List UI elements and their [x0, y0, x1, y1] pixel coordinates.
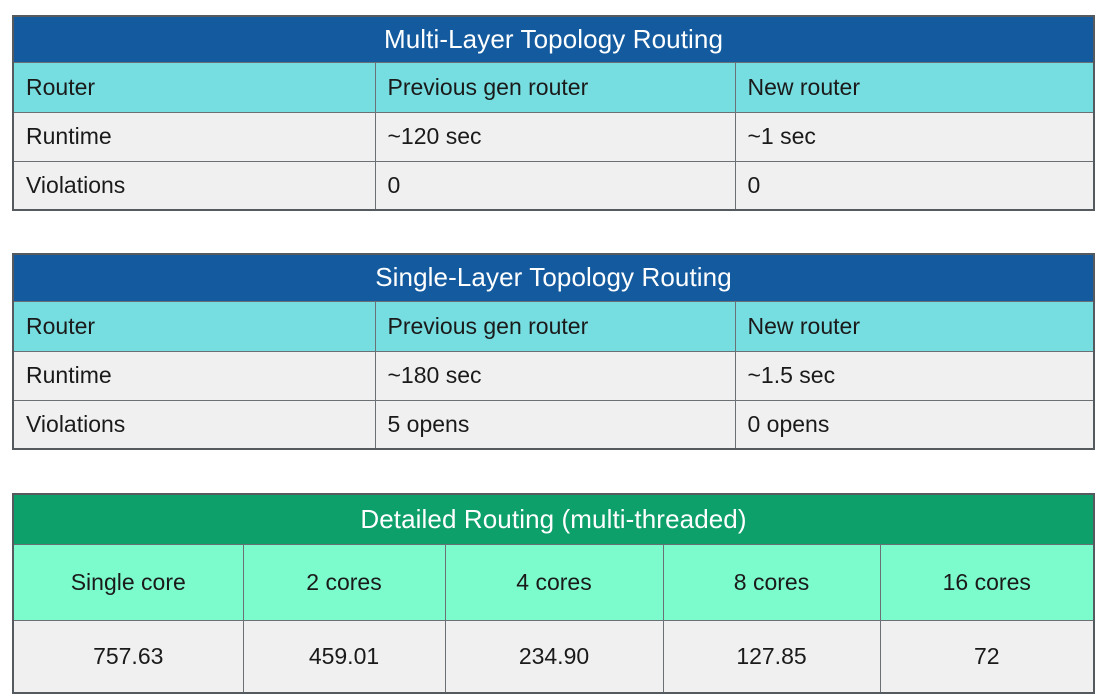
- column-header-new-router: New router: [734, 61, 1095, 113]
- table-title-row: Detailed Routing (multi-threaded): [13, 494, 1094, 544]
- cell-value-2-cores: 459.01: [242, 619, 446, 694]
- cell-value-4-cores: 234.90: [444, 619, 664, 694]
- column-header-8-cores: 8 cores: [662, 543, 881, 621]
- table-title-row: Single-Layer Topology Routing: [13, 254, 1094, 301]
- table-row-violations: Violations 5 opens 0 opens: [12, 399, 1095, 450]
- column-header-16-cores: 16 cores: [879, 543, 1095, 621]
- column-header-2-cores: 2 cores: [242, 543, 446, 621]
- cell-runtime-previous-gen: ~120 sec: [374, 111, 736, 162]
- cell-value-single-core: 757.63: [12, 619, 244, 694]
- cell-violations-new-router: 0 opens: [734, 399, 1095, 450]
- table-detailed-routing: Detailed Routing (multi-threaded) Single…: [12, 493, 1095, 694]
- cell-violations-previous-gen: 0: [374, 160, 736, 211]
- table-header-row: Router Previous gen router New router: [12, 61, 1095, 113]
- table-row-runtime: Runtime ~120 sec ~1 sec: [12, 111, 1095, 162]
- column-header-router: Router: [12, 61, 376, 113]
- table-multi-layer-topology-routing: Multi-Layer Topology Routing Router Prev…: [12, 15, 1095, 211]
- column-header-single-core: Single core: [12, 543, 244, 621]
- column-header-router: Router: [12, 300, 376, 352]
- row-label-violations: Violations: [12, 399, 376, 450]
- cell-runtime-new-router: ~1 sec: [734, 111, 1095, 162]
- column-header-previous-gen-router: Previous gen router: [374, 300, 736, 352]
- cell-violations-new-router: 0: [734, 160, 1095, 211]
- table-row-runtime: Runtime ~180 sec ~1.5 sec: [12, 350, 1095, 401]
- table-title: Single-Layer Topology Routing: [13, 254, 1094, 301]
- column-header-previous-gen-router: Previous gen router: [374, 61, 736, 113]
- row-label-runtime: Runtime: [12, 350, 376, 401]
- cell-violations-previous-gen: 5 opens: [374, 399, 736, 450]
- table-header-row: Router Previous gen router New router: [12, 300, 1095, 352]
- table-title: Multi-Layer Topology Routing: [13, 16, 1094, 62]
- column-header-new-router: New router: [734, 300, 1095, 352]
- cell-runtime-new-router: ~1.5 sec: [734, 350, 1095, 401]
- table-title-row: Multi-Layer Topology Routing: [13, 16, 1094, 62]
- row-label-runtime: Runtime: [12, 111, 376, 162]
- table-header-row: Single core 2 cores 4 cores 8 cores 16 c…: [12, 543, 1095, 621]
- table-title: Detailed Routing (multi-threaded): [13, 494, 1094, 544]
- table-row-runtime-values: 757.63 459.01 234.90 127.85 72: [12, 619, 1095, 694]
- cell-value-8-cores: 127.85: [662, 619, 881, 694]
- table-single-layer-topology-routing: Single-Layer Topology Routing Router Pre…: [12, 253, 1095, 450]
- table-row-violations: Violations 0 0: [12, 160, 1095, 211]
- row-label-violations: Violations: [12, 160, 376, 211]
- cell-value-16-cores: 72: [879, 619, 1095, 694]
- column-header-4-cores: 4 cores: [444, 543, 664, 621]
- cell-runtime-previous-gen: ~180 sec: [374, 350, 736, 401]
